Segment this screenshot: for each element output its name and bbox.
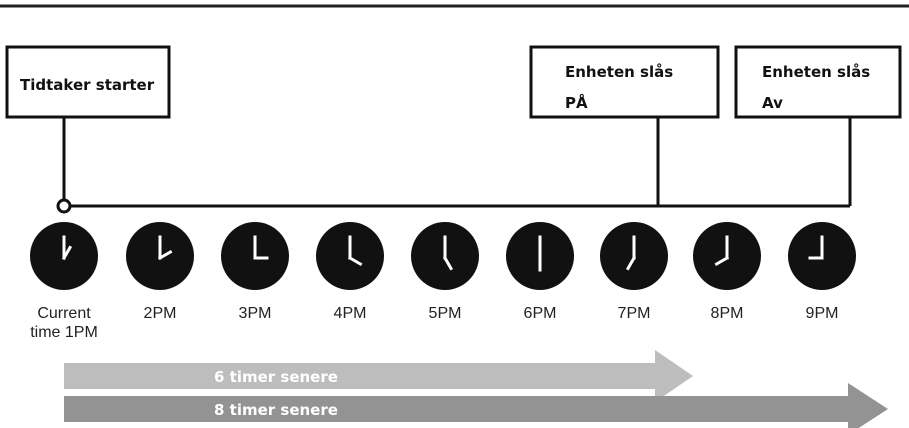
clock-time-label: Current — [37, 305, 91, 322]
arrow-8h: 8 timer senere — [64, 383, 888, 428]
arrow-8h-label: 8 timer senere — [214, 401, 338, 419]
clock-time-label: 4PM — [334, 305, 367, 322]
clock-time-label: 7PM — [618, 305, 651, 322]
clock-time-label: 3PM — [239, 305, 272, 322]
clock-6: 6PM — [506, 222, 574, 322]
clock-2: 2PM — [126, 222, 194, 322]
clock-hour-hand — [157, 249, 173, 261]
device-off-box: Enheten slås Av — [734, 45, 902, 119]
clock-7: 7PM — [600, 222, 668, 322]
clock-time-label: 2PM — [144, 305, 177, 322]
clock-4: 4PM — [316, 222, 384, 322]
arrow-8h-shape — [64, 383, 888, 428]
timer-start-marker — [56, 198, 72, 214]
clock-time-label: 9PM — [806, 305, 839, 322]
clock-time-label: 6PM — [524, 305, 557, 322]
timer-start-label: Tidtaker starter — [20, 76, 155, 94]
clock-hour-hand — [61, 245, 73, 261]
timer-start-box: Tidtaker starter — [5, 45, 171, 119]
clock-time-label: 8PM — [711, 305, 744, 322]
clock-9: 9PM — [788, 222, 856, 322]
clock-hour-hand — [714, 255, 730, 267]
clock-hour-hand — [442, 255, 454, 271]
device-on-label-line2: PÅ — [565, 93, 588, 112]
clock-hour-hand — [625, 255, 637, 271]
clock-1: Current time 1PM — [30, 222, 98, 341]
arrow-6h-shape — [64, 350, 693, 402]
clock-hour-hand — [347, 255, 363, 267]
arrow-6h: 6 timer senere — [64, 350, 693, 402]
arrow-6h-label: 6 timer senere — [214, 368, 338, 386]
device-on-box: Enheten slås PÅ — [529, 45, 720, 119]
device-on-label-line1: Enheten slås — [565, 63, 673, 81]
device-off-label-line2: Av — [762, 94, 783, 112]
clock-time-label-line2: time 1PM — [30, 324, 98, 341]
clock-row: Current time 1PM 2PM 3PM 4PM 5PM 6PM 7PM 8PM 9PM — [30, 222, 856, 341]
clock-8: 8PM — [693, 222, 761, 322]
clock-5: 5PM — [411, 222, 479, 322]
clock-time-label: 5PM — [429, 305, 462, 322]
clock-3: 3PM — [221, 222, 289, 322]
device-off-label-line1: Enheten slås — [762, 63, 870, 81]
